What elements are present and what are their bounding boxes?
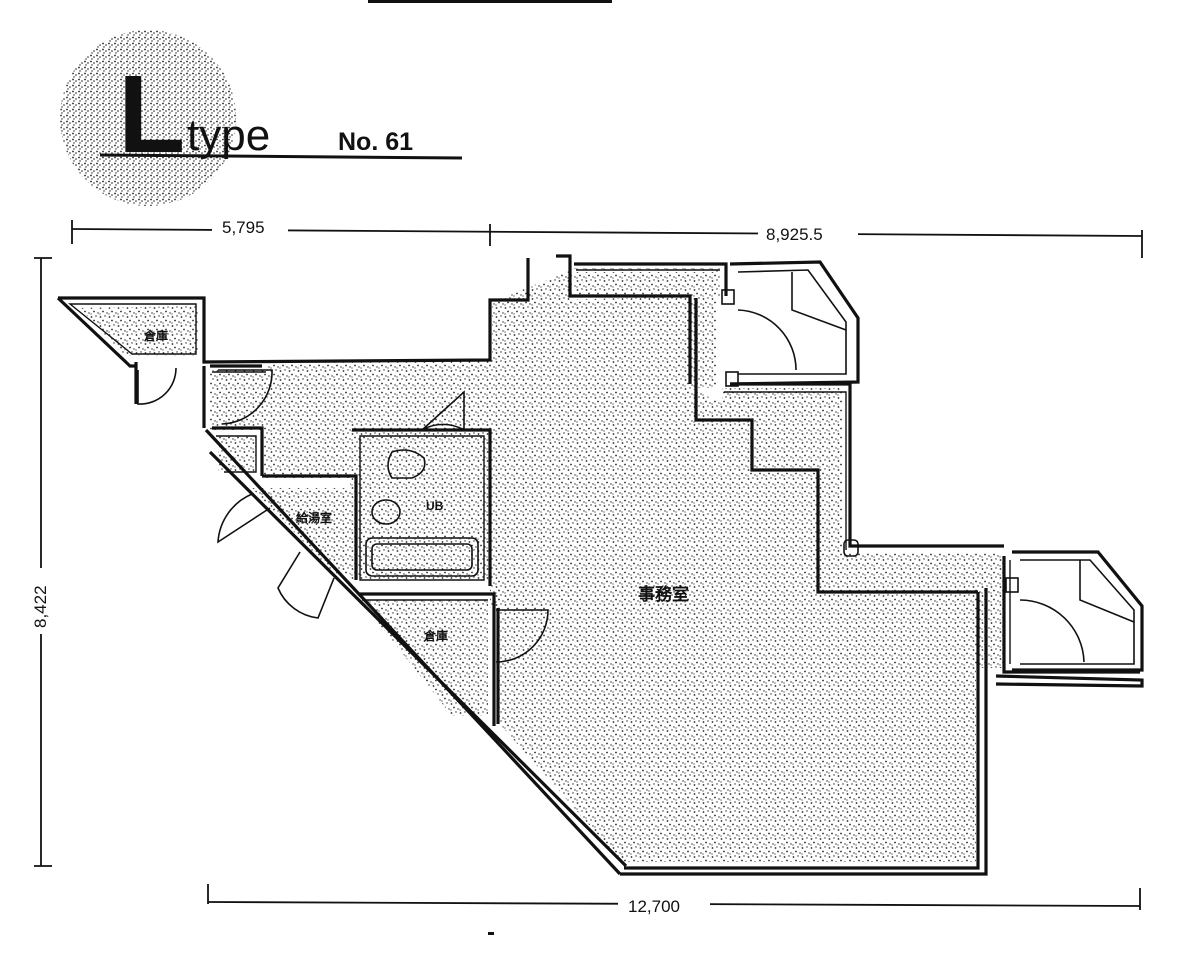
room-label-storage-mid: 給湯室 — [296, 510, 332, 525]
door-swing-corridor — [218, 369, 273, 425]
door-swing-left-2 — [277, 551, 335, 619]
dimension-left: 8,422 — [28, 257, 54, 867]
type-word: type — [187, 111, 270, 160]
dim-top-right: 8,925.5 — [766, 225, 823, 244]
door-swing-lower — [495, 609, 549, 663]
type-badge-circle — [60, 30, 236, 206]
door-swing-top-left — [137, 367, 177, 405]
toilet-icon — [371, 499, 401, 525]
window-bay-top — [721, 260, 860, 387]
bathtub — [365, 537, 479, 577]
dim-top-left: 5,795 — [222, 218, 265, 237]
type-letter: L — [118, 53, 185, 176]
dim-left-height: 8,422 — [31, 585, 50, 628]
window-bay-right — [843, 539, 1144, 672]
unit-number: No. 61 — [338, 128, 413, 156]
room-label-ub: UB — [426, 499, 444, 513]
dim-bottom-width: 12,700 — [628, 897, 680, 916]
doors — [137, 367, 549, 663]
room-label-storage-low: 倉庫 — [423, 628, 448, 643]
sink-icon — [387, 449, 426, 479]
door-swing-bath — [421, 390, 465, 432]
dimension-top: 5,795 8,925.5 — [71, 214, 1143, 258]
walls-outer — [56, 254, 1144, 876]
type-badge: L type No. 61 — [60, 30, 463, 206]
door-swing-left-1 — [217, 493, 271, 544]
floor-fill — [80, 268, 1004, 862]
room-label-office: 事務室 — [638, 584, 689, 604]
room-label-top-small: 倉庫 — [143, 328, 168, 343]
dimension-bottom: 12,700 — [207, 884, 1141, 918]
header-underline — [99, 153, 463, 160]
unit-bath: UB — [365, 449, 479, 577]
